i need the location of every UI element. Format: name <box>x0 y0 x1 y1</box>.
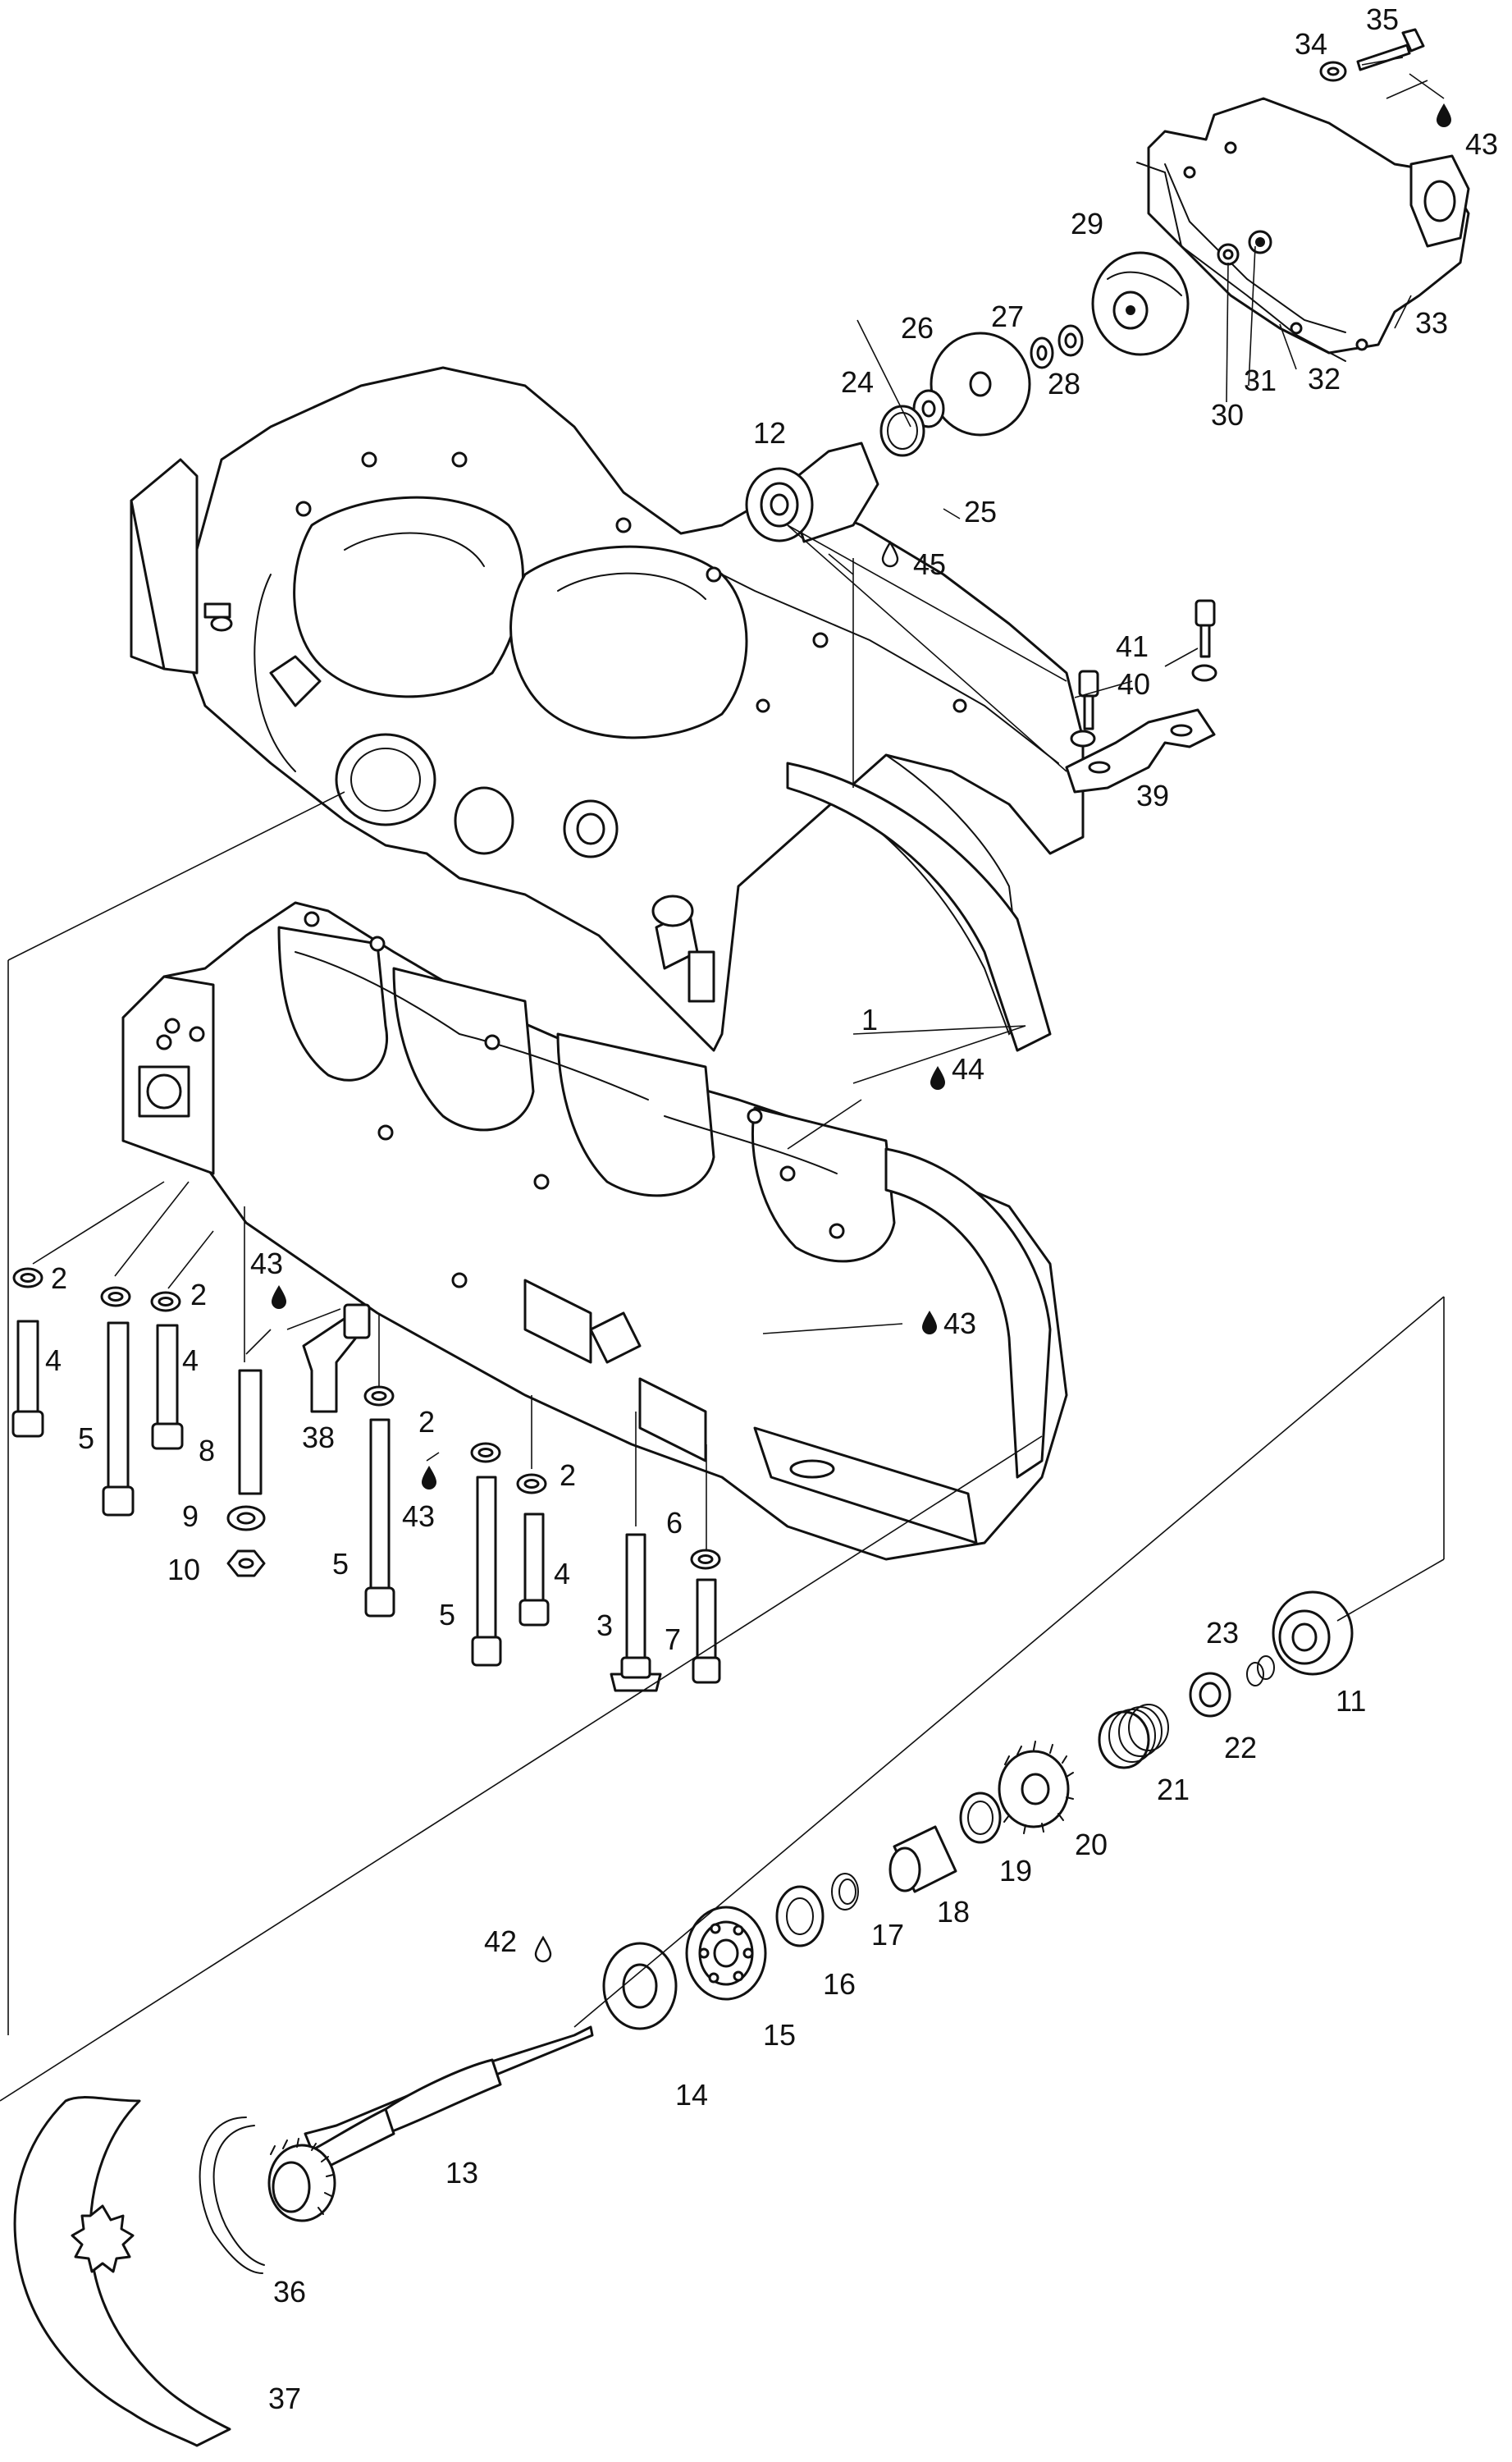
bracket-group <box>1065 599 1217 794</box>
callout-24: 24 <box>841 365 874 399</box>
callout-8: 8 <box>199 1434 215 1467</box>
upper-crankcase-half <box>130 366 1085 1052</box>
callout-1: 1 <box>861 1003 878 1037</box>
callout-3: 3 <box>596 1609 613 1642</box>
callout-9: 9 <box>182 1499 199 1533</box>
callout-37: 37 <box>268 2382 301 2415</box>
fasteners-group <box>11 1267 721 1692</box>
lubricant-drop-icon <box>422 1466 436 1490</box>
lubricant-drop-icon <box>930 1066 945 1090</box>
callout-18: 18 <box>937 1895 970 1929</box>
callout-22: 22 <box>1224 1731 1257 1764</box>
callout-25: 25 <box>964 495 997 529</box>
callout-42: 42 <box>484 1924 517 1958</box>
callout-4: 4 <box>554 1557 570 1590</box>
callout-6: 6 <box>666 1506 683 1540</box>
callout-2: 2 <box>418 1405 435 1439</box>
callout-43: 43 <box>250 1247 283 1280</box>
callout-5: 5 <box>439 1598 455 1631</box>
callout-10: 10 <box>167 1553 200 1586</box>
lower-crankcase-half <box>121 901 1068 1561</box>
drive-shaft-group <box>13 1590 1354 2447</box>
callout-35: 35 <box>1366 2 1399 36</box>
callout-11: 11 <box>1336 1684 1366 1718</box>
leader-lines <box>0 57 1445 2102</box>
lubricant-drop-icon <box>1437 103 1451 127</box>
callout-43-lower: 43 <box>943 1307 976 1340</box>
callout-31: 31 <box>1244 364 1277 397</box>
callout-36: 36 <box>273 2275 306 2309</box>
callout-15: 15 <box>763 2018 796 2052</box>
callout-14: 14 <box>675 2078 708 2112</box>
callout-16: 16 <box>823 1967 856 2001</box>
callout-21: 21 <box>1157 1773 1190 1806</box>
callout-20: 20 <box>1075 1828 1108 1861</box>
callout-5: 5 <box>78 1421 94 1455</box>
callout-7: 7 <box>665 1622 681 1656</box>
lubricant-drop-icon <box>272 1285 286 1309</box>
callout-44: 44 <box>952 1052 984 1086</box>
lubricant-drop-icon <box>534 1936 552 1963</box>
callout-2: 2 <box>51 1261 67 1295</box>
callout-13: 13 <box>445 2156 478 2190</box>
water-pump-group <box>745 28 1470 543</box>
callout-labels: 35 34 43 29 33 32 31 30 27 26 28 24 12 2… <box>45 2 1498 2415</box>
callout-32: 32 <box>1308 362 1341 396</box>
callout-27: 27 <box>991 300 1024 333</box>
callout-28: 28 <box>1048 367 1080 400</box>
callout-33: 33 <box>1415 306 1448 340</box>
callout-40: 40 <box>1117 667 1150 701</box>
callout-2: 2 <box>190 1278 207 1311</box>
callout-29: 29 <box>1071 207 1103 240</box>
callout-19: 19 <box>999 1854 1032 1888</box>
callout-23: 23 <box>1206 1616 1239 1650</box>
callout-17: 17 <box>871 1918 904 1952</box>
callout-34: 34 <box>1295 27 1327 61</box>
callout-2: 2 <box>560 1458 576 1492</box>
callout-38: 38 <box>302 1421 335 1454</box>
callout-45: 45 <box>913 547 946 581</box>
callout-30: 30 <box>1211 398 1244 432</box>
callout-12: 12 <box>753 416 786 450</box>
callout-4: 4 <box>182 1343 199 1377</box>
callout-41: 41 <box>1116 629 1149 663</box>
callout-5: 5 <box>332 1547 349 1581</box>
callout-4: 4 <box>45 1343 62 1377</box>
callout-39: 39 <box>1136 779 1169 812</box>
callout-26: 26 <box>901 311 934 345</box>
callout-43: 43 <box>1465 127 1498 161</box>
callout-43: 43 <box>402 1499 435 1533</box>
